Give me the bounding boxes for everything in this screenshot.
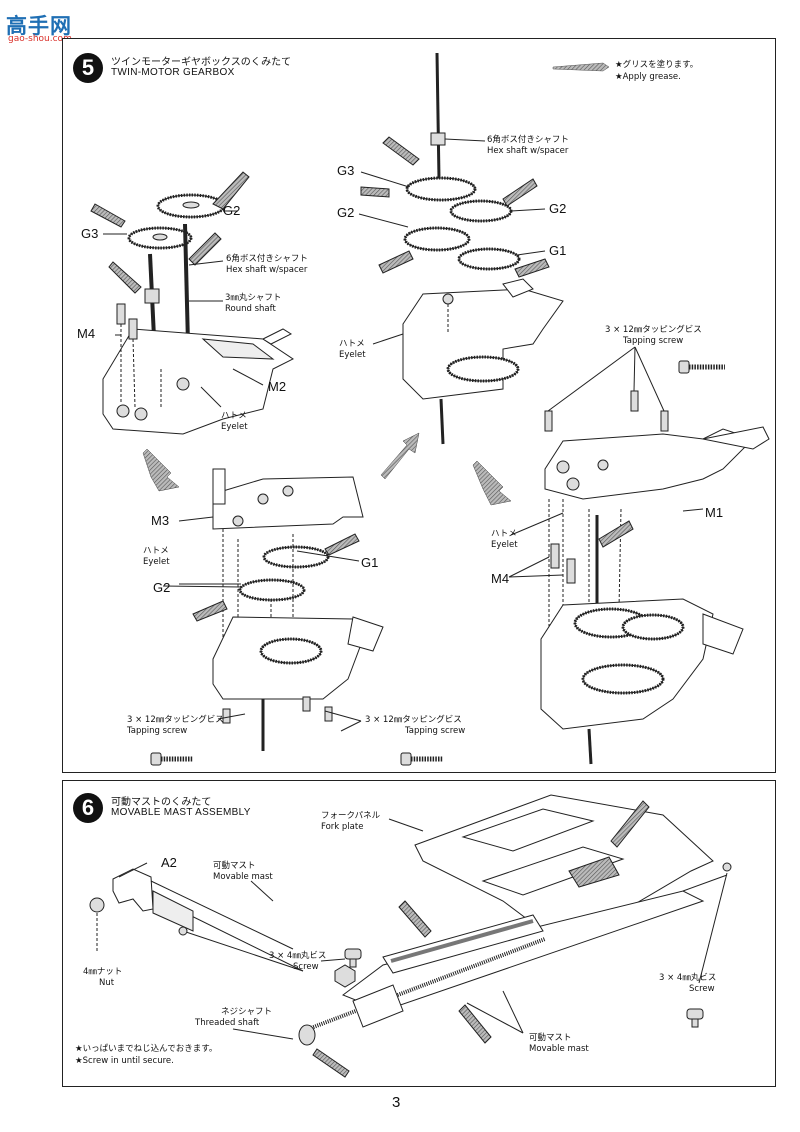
caption-screw-a-en: Screw — [293, 962, 319, 972]
step-6-illustration — [89, 794, 732, 1078]
caption-hex-shaft-a: 6角ボス付きシャフト Hex shaft w/spacer — [226, 254, 308, 276]
label-m4-d: M4 — [491, 571, 510, 586]
caption-round-shaft-jp: 3㎜丸シャフト — [225, 293, 282, 303]
gearbox-c — [358, 52, 564, 445]
caption-hex-shaft-c-jp: 6角ボス付きシャフト — [487, 135, 569, 145]
caption-eyelet-b-jp: ハトメ — [143, 546, 169, 556]
caption-hex-shaft-c-en: Hex shaft w/spacer — [487, 146, 569, 156]
caption-tapping-screw-d-jp: 3 × 12㎜タッピングビス — [605, 325, 702, 335]
tapping-screw-icon-b1 — [150, 752, 193, 766]
caption-eyelet-b-en: Eyelet — [143, 557, 170, 567]
caption-threaded-shaft: ネジシャフト Threaded shaft — [195, 1007, 272, 1029]
caption-tapping-screw-d: 3 × 12㎜タッピングビス Tapping screw — [605, 325, 702, 347]
caption-eyelet-c-en: Eyelet — [339, 350, 366, 360]
caption-threaded-shaft-jp: ネジシャフト — [221, 1007, 273, 1017]
label-g1-c: G1 — [549, 243, 567, 258]
caption-eyelet-d-en: Eyelet — [491, 540, 518, 550]
caption-nut-jp: 4㎜ナット — [83, 967, 123, 977]
caption-eyelet-b: ハトメ Eyelet — [143, 546, 170, 568]
nut-icon — [334, 964, 356, 988]
label-m4-a: M4 — [77, 326, 96, 341]
caption-tapping-screw-b2-jp: 3 × 12㎜タッピングビス — [365, 715, 462, 725]
mast-part-a2 — [89, 868, 356, 988]
caption-nut-en: Nut — [99, 978, 115, 988]
label-a2: A2 — [161, 855, 177, 870]
caption-screw-a: 3 × 4㎜丸ビス Screw — [269, 951, 326, 973]
label-g2-c1: G2 — [337, 205, 355, 220]
gearbox-d — [508, 346, 770, 765]
caption-fork-plate-en: Fork plate — [321, 822, 364, 832]
label-m1: M1 — [705, 505, 724, 520]
caption-eyelet-c: ハトメ Eyelet — [339, 339, 366, 361]
caption-screw-b-jp: 3 × 4㎜丸ビス — [659, 973, 717, 983]
fork-plate — [414, 794, 714, 932]
caption-tapping-screw-b1-jp: 3 × 12㎜タッピングビス — [127, 715, 224, 725]
caption-nut: 4㎜ナット Nut — [83, 967, 122, 989]
caption-tapping-screw-b2: 3 × 12㎜タッピングビス Tapping screw — [365, 715, 465, 737]
secure-note-en: ★Screw in until secure. — [75, 1056, 174, 1066]
caption-eyelet-d-jp: ハトメ — [491, 529, 517, 539]
caption-tapping-screw-b1-en: Tapping screw — [127, 726, 188, 736]
label-g2-a: G2 — [223, 203, 241, 218]
caption-fork-plate-jp: フォークパネル — [321, 811, 381, 821]
caption-eyelet-d: ハトメ Eyelet — [491, 529, 518, 551]
caption-eyelet-a: ハトメ Eyelet — [221, 411, 248, 433]
caption-round-shaft-en: Round shaft — [225, 304, 276, 314]
label-m3: M3 — [151, 513, 170, 528]
grease-legend-jp: ★グリスを塗ります。 — [615, 60, 699, 70]
step-6-panel: 6 可動マストのくみたて MOVABLE MAST ASSEMBLY — [62, 780, 776, 1087]
caption-screw-a-jp: 3 × 4㎜丸ビス — [269, 951, 327, 961]
step-6-badge: 6 — [73, 793, 103, 823]
page-number: 3 — [392, 1094, 401, 1111]
step-6-title-en: MOVABLE MAST ASSEMBLY — [111, 807, 251, 818]
grease-legend-en: ★Apply grease. — [615, 72, 681, 82]
caption-movable-mast-a-jp: 可動マスト — [213, 861, 256, 871]
grease-legend-text: ★グリスを塗ります。 ★Apply grease. — [615, 59, 698, 83]
label-g2-c2: G2 — [549, 201, 567, 216]
secure-note: ★いっぱいまでねじ込んでおきます。 ★Screw in until secure… — [75, 1043, 217, 1067]
step-5-panel: 5 ツインモーターギヤボックスのくみたて TWIN-MOTOR GEARBOX — [62, 38, 776, 773]
caption-tapping-screw-b1: 3 × 12㎜タッピングビス Tapping screw — [127, 715, 224, 737]
screw-icon-a — [344, 948, 362, 968]
gearbox-a — [90, 171, 294, 435]
caption-movable-mast-a-en: Movable mast — [213, 872, 273, 882]
caption-movable-mast-a: 可動マスト Movable mast — [213, 861, 273, 883]
caption-screw-b: 3 × 4㎜丸ビス Screw — [659, 973, 716, 995]
label-g2-b: G2 — [153, 580, 171, 595]
caption-movable-mast-b: 可動マスト Movable mast — [529, 1033, 589, 1055]
caption-screw-b-en: Screw — [689, 984, 715, 994]
caption-round-shaft: 3㎜丸シャフト Round shaft — [225, 293, 281, 315]
caption-fork-plate: フォークパネル Fork plate — [321, 811, 380, 833]
label-g1-b: G1 — [361, 555, 379, 570]
step-5-title-en: TWIN-MOTOR GEARBOX — [111, 67, 235, 78]
caption-hex-shaft-a-jp: 6角ボス付きシャフト — [226, 254, 308, 264]
caption-eyelet-c-jp: ハトメ — [339, 339, 365, 349]
caption-tapping-screw-b2-en: Tapping screw — [405, 726, 466, 736]
step-5-badge: 5 — [73, 53, 103, 83]
label-g3-a: G3 — [81, 226, 99, 241]
tapping-screw-icon-d — [678, 360, 725, 374]
caption-eyelet-a-jp: ハトメ — [221, 411, 247, 421]
label-g3-c: G3 — [337, 163, 355, 178]
gearbox-b — [150, 468, 443, 766]
secure-note-jp: ★いっぱいまでねじ込んでおきます。 — [75, 1044, 218, 1054]
movable-mast — [298, 862, 732, 1046]
caption-eyelet-a-en: Eyelet — [221, 422, 248, 432]
caption-movable-mast-b-jp: 可動マスト — [529, 1033, 572, 1043]
watermark-logo-text: 高手网 — [6, 14, 72, 38]
grease-legend-icon — [552, 62, 610, 72]
tapping-screw-icon-b2 — [400, 752, 443, 766]
step-6-title-jp: 可動マストのくみたて — [111, 797, 212, 808]
watermark-logo: 高手网 gao-shou.com — [4, 6, 84, 44]
caption-movable-mast-b-en: Movable mast — [529, 1044, 589, 1054]
step-5-title-jp: ツインモーターギヤボックスのくみたて — [111, 57, 292, 68]
caption-tapping-screw-d-en: Tapping screw — [623, 336, 684, 346]
caption-hex-shaft-a-en: Hex shaft w/spacer — [226, 265, 308, 275]
screw-icon-b — [686, 1008, 704, 1028]
caption-hex-shaft-c: 6角ボス付きシャフト Hex shaft w/spacer — [487, 135, 569, 157]
step-5-illustration — [90, 52, 770, 766]
caption-threaded-shaft-en: Threaded shaft — [195, 1018, 260, 1028]
watermark-url: gao-shou.com — [8, 34, 72, 44]
label-m2: M2 — [268, 379, 287, 394]
